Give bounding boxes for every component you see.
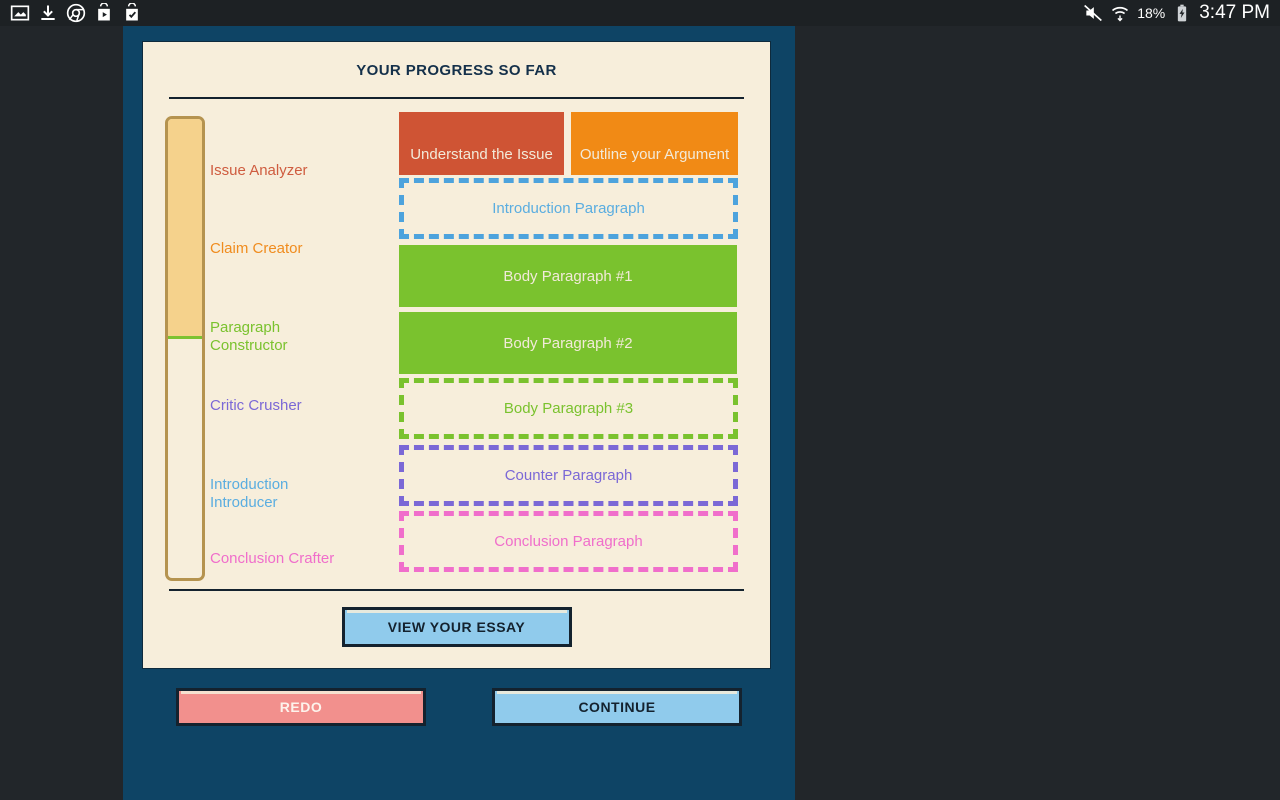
- block-introduction-paragraph[interactable]: Introduction Paragraph: [399, 178, 738, 239]
- redo-button[interactable]: REDO: [176, 688, 426, 726]
- status-bar: 18% 3:47 PM: [0, 0, 1280, 26]
- block-body-paragraph-3[interactable]: Body Paragraph #3: [399, 378, 738, 439]
- essay-block-list: Understand the Issue Outline your Argume…: [399, 99, 744, 589]
- view-essay-row: VIEW YOUR ESSAY: [143, 607, 770, 647]
- footer-button-row: REDO CONTINUE: [123, 688, 795, 726]
- play-store-icon: [94, 2, 114, 23]
- footer-divider: [169, 589, 744, 591]
- progress-body: Issue Analyzer Claim Creator Paragraph C…: [143, 99, 770, 589]
- stage-label-introduction-introducer: Introduction Introducer: [210, 476, 289, 511]
- block-outline-your-argument[interactable]: Outline your Argument: [571, 112, 738, 175]
- stage-label-list: Issue Analyzer Claim Creator Paragraph C…: [210, 99, 395, 589]
- vertical-progress-bar: [165, 116, 205, 581]
- block-understand-the-issue[interactable]: Understand the Issue: [399, 112, 564, 175]
- app-viewport: YOUR PROGRESS SO FAR Issue Analyzer Clai…: [123, 26, 795, 800]
- image-icon: [10, 3, 30, 23]
- title-divider: [169, 97, 744, 99]
- battery-percent: 18%: [1137, 5, 1166, 21]
- battery-charging-icon: [1172, 3, 1192, 23]
- status-bar-left-icons: [10, 2, 142, 23]
- chrome-icon: [66, 3, 86, 23]
- progress-card: YOUR PROGRESS SO FAR Issue Analyzer Clai…: [142, 41, 771, 669]
- stage-label-paragraph-constructor: Paragraph Constructor: [210, 319, 288, 354]
- block-counter-paragraph[interactable]: Counter Paragraph: [399, 445, 738, 506]
- block-conclusion-paragraph[interactable]: Conclusion Paragraph: [399, 511, 738, 572]
- page-title: YOUR PROGRESS SO FAR: [356, 62, 557, 79]
- stage-label-issue-analyzer: Issue Analyzer: [210, 162, 308, 179]
- mute-icon: [1083, 3, 1103, 23]
- play-store-check-icon: [122, 2, 142, 23]
- status-bar-right-indicators: 18% 3:47 PM: [1083, 2, 1270, 24]
- block-body-paragraph-1[interactable]: Body Paragraph #1: [399, 245, 737, 307]
- view-your-essay-button[interactable]: VIEW YOUR ESSAY: [341, 607, 572, 647]
- progress-fill: [168, 119, 202, 340]
- download-icon: [38, 3, 58, 23]
- clock-label: 3:47 PM: [1199, 2, 1270, 23]
- stage-label-conclusion-crafter: Conclusion Crafter: [210, 550, 335, 567]
- wifi-icon: [1110, 3, 1130, 23]
- stage-label-claim-creator: Claim Creator: [210, 240, 303, 257]
- block-body-paragraph-2[interactable]: Body Paragraph #2: [399, 312, 737, 374]
- continue-button[interactable]: CONTINUE: [492, 688, 742, 726]
- stage-label-critic-crusher: Critic Crusher: [210, 397, 302, 414]
